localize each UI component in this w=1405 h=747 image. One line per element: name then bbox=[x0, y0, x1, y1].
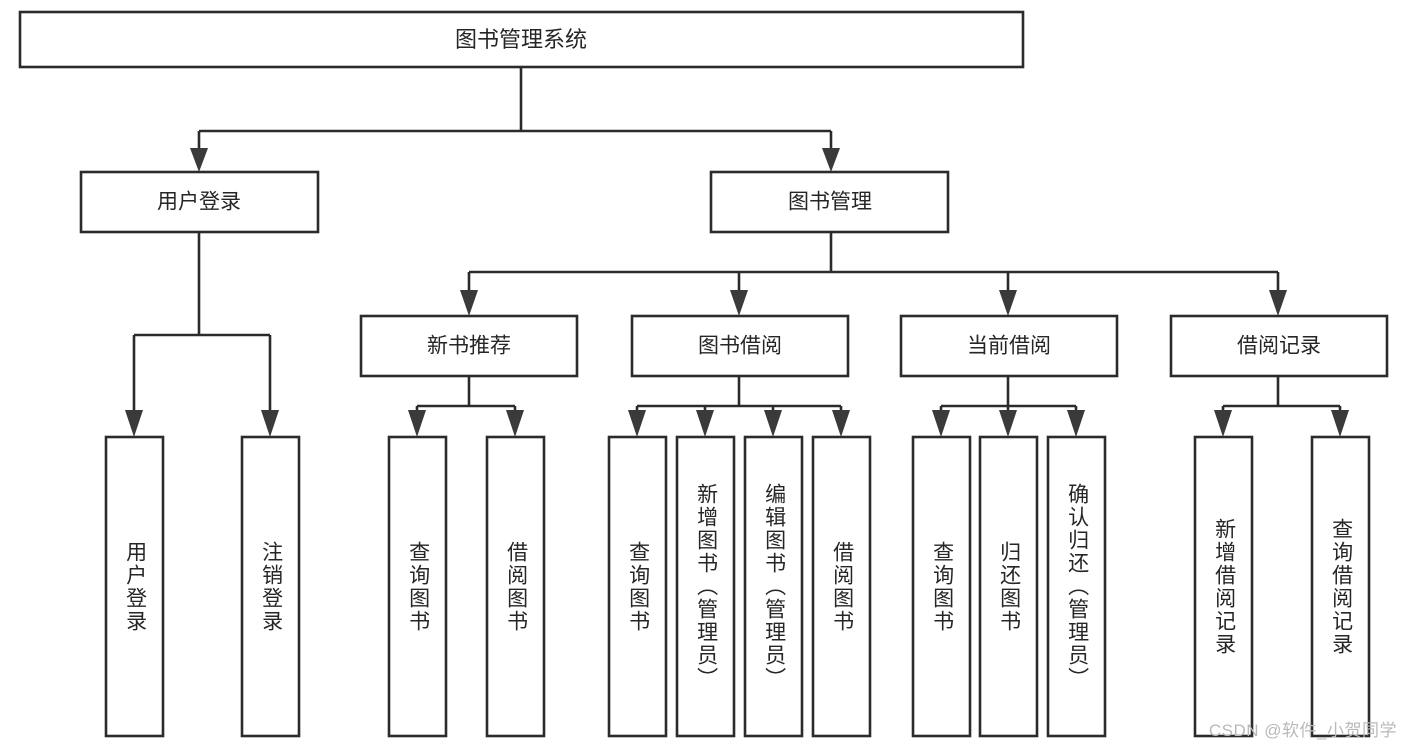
node-root-system[interactable]: 图书管理系统 bbox=[18, 10, 1025, 69]
arrow-head-leaf-confirm-return bbox=[1067, 410, 1085, 437]
arrow-head-leaf-borrow-book-2 bbox=[832, 410, 850, 437]
node-book-management-box[interactable] bbox=[709, 170, 950, 234]
node-user-login[interactable]: 用户登录 bbox=[79, 170, 320, 234]
arrow-head-leaf-logout-login bbox=[261, 410, 279, 437]
arrow-head-leaf-query-book-2 bbox=[628, 410, 646, 437]
arrow-head-leaf-edit-book bbox=[764, 410, 782, 437]
leaf-box-logout-login[interactable] bbox=[240, 435, 301, 738]
arrow-head-leaf-query-book-3 bbox=[932, 410, 950, 437]
arrow-head-leaf-borrow-book-1 bbox=[506, 410, 524, 437]
node-book-management-label: 图书管理 bbox=[788, 191, 872, 214]
arrow-head-book-management bbox=[822, 148, 840, 172]
arrow-head-leaf-return-book bbox=[999, 410, 1017, 437]
connector-group-current-borrow bbox=[932, 376, 1085, 437]
arrow-head-book-borrow bbox=[730, 290, 748, 316]
node-borrow-record-box[interactable] bbox=[1169, 314, 1389, 378]
node-borrow-record-label: 借阅记录 bbox=[1237, 335, 1321, 358]
leaf-box-confirm-return[interactable] bbox=[1046, 435, 1107, 738]
leaf-box-return-book[interactable] bbox=[978, 435, 1039, 738]
connector-group-book-management bbox=[460, 232, 1287, 316]
csdn-watermark: CSDN @软件_小贺同学 bbox=[1208, 721, 1397, 740]
leaf-box-user-login[interactable] bbox=[104, 435, 165, 738]
leaf-box-query-book-2[interactable] bbox=[607, 435, 668, 738]
leaf-boxes-user-login bbox=[104, 435, 301, 738]
node-root-box[interactable] bbox=[18, 10, 1025, 69]
leaf-box-query-book-1[interactable] bbox=[387, 435, 448, 738]
connector-group-root bbox=[190, 67, 840, 172]
leaf-box-borrow-book-2[interactable] bbox=[811, 435, 872, 738]
leaf-box-borrow-book-1[interactable] bbox=[485, 435, 546, 738]
node-book-borrow[interactable]: 图书借阅 bbox=[630, 314, 850, 378]
arrow-head-user-login bbox=[190, 148, 208, 172]
node-borrow-record[interactable]: 借阅记录 bbox=[1169, 314, 1389, 378]
node-book-management[interactable]: 图书管理 bbox=[709, 170, 950, 234]
node-book-borrow-box[interactable] bbox=[630, 314, 850, 378]
connector-group-user-login bbox=[125, 232, 279, 437]
leaf-box-add-book[interactable] bbox=[675, 435, 736, 738]
leaf-boxes-book-borrow bbox=[607, 435, 872, 738]
node-user-login-box[interactable] bbox=[79, 170, 320, 234]
leaf-boxes-current-borrow bbox=[911, 435, 1107, 738]
arrow-head-leaf-query-book-1 bbox=[408, 410, 426, 437]
node-current-borrow-label: 当前借阅 bbox=[967, 335, 1051, 358]
node-root-label: 图书管理系统 bbox=[455, 27, 587, 52]
node-user-login-label: 用户登录 bbox=[157, 191, 241, 214]
arrow-head-current-borrow bbox=[999, 290, 1017, 316]
leaf-box-query-borrow-record[interactable] bbox=[1310, 435, 1371, 738]
node-new-book-recommend-box[interactable] bbox=[359, 314, 579, 378]
node-current-borrow[interactable]: 当前借阅 bbox=[899, 314, 1119, 378]
leaf-boxes-borrow-record bbox=[1193, 435, 1371, 738]
node-current-borrow-box[interactable] bbox=[899, 314, 1119, 378]
node-new-book-recommend[interactable]: 新书推荐 bbox=[359, 314, 579, 378]
arrow-head-leaf-add-book bbox=[696, 410, 714, 437]
arrow-head-leaf-add-borrow-record bbox=[1214, 410, 1232, 437]
node-new-book-recommend-label: 新书推荐 bbox=[427, 335, 511, 358]
arrow-head-new-book-recommend bbox=[460, 290, 478, 316]
connector-group-new-book-recommend bbox=[408, 376, 524, 437]
leaf-box-query-book-3[interactable] bbox=[911, 435, 972, 738]
leaf-box-add-borrow-record[interactable] bbox=[1193, 435, 1254, 738]
connector-group-book-borrow bbox=[628, 376, 850, 437]
arrow-head-borrow-record bbox=[1269, 290, 1287, 316]
leaf-boxes-new-book-recommend bbox=[387, 435, 546, 738]
leaf-box-edit-book[interactable] bbox=[743, 435, 804, 738]
node-book-borrow-label: 图书借阅 bbox=[698, 335, 782, 358]
arrow-head-leaf-query-borrow-record bbox=[1331, 410, 1349, 437]
arrow-head-leaf-user-login bbox=[125, 410, 143, 437]
connector-group-borrow-record bbox=[1214, 376, 1349, 437]
